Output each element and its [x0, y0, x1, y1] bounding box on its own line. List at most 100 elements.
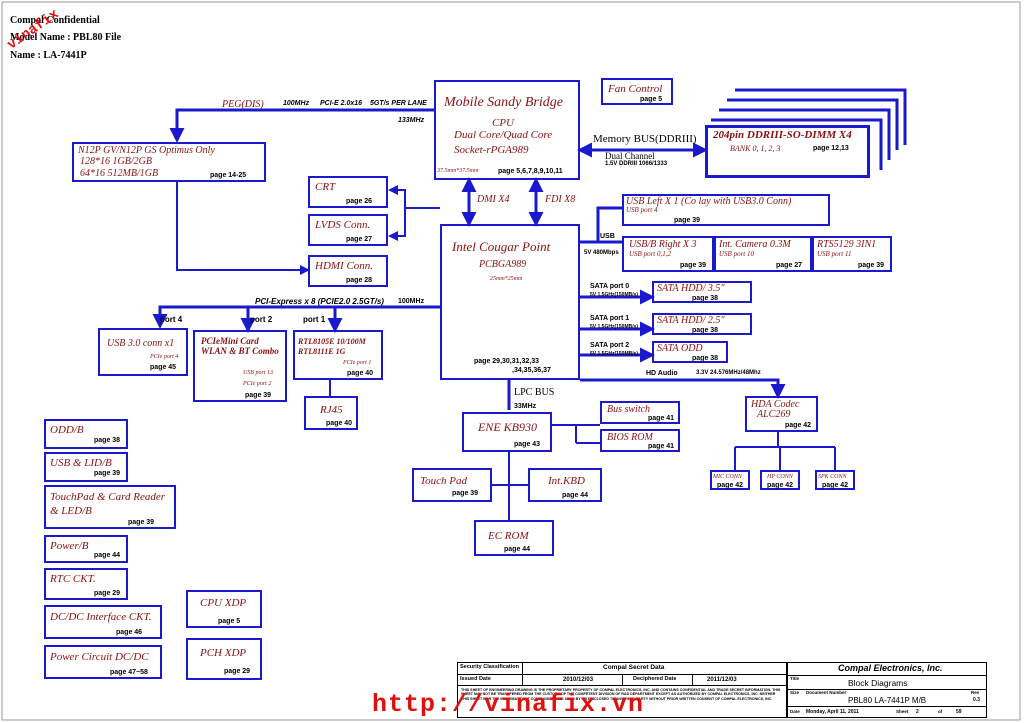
left2-title: TouchPad & Card Reader — [50, 491, 165, 503]
usb-right-title: USB/B Right X 3 — [629, 239, 697, 250]
usb-left-page: page 39 — [674, 217, 701, 224]
docnum-value: PBL80 LA-7441P M/B — [848, 696, 927, 705]
sata1-page: page 38 — [692, 327, 719, 334]
peg-bus — [169, 108, 434, 143]
url-watermark: http://vinafix.vn — [372, 690, 645, 719]
hda-chip: ALC269 — [757, 409, 791, 420]
decipher-value: 2011/12/03 — [707, 677, 737, 683]
camera-page: page 27 — [776, 262, 803, 269]
gpu-l1: N12P GV/N12P GS Optimus Only — [78, 145, 215, 156]
pcie-freq: 100MHz — [398, 298, 425, 305]
hda-codec-block: HDA Codec ALC269 page 42 — [745, 396, 818, 432]
header-line2: Model Name : PBL80 File — [10, 32, 122, 43]
left1-page: page 39 — [94, 470, 121, 477]
pch-size: 25mm*25mm — [490, 276, 523, 282]
camera-title: Int. Camera 0.3M — [719, 239, 791, 250]
crt-wire — [388, 185, 406, 208]
decipher-label: Deciphered Date — [633, 676, 677, 682]
dimm-block: 204pin DDRIII-SO-DIMM X4 BANK 0, 1, 2, 3… — [705, 125, 870, 178]
usb-lid-board-block: USB & LID/B page 39 — [44, 452, 128, 482]
pcie-bus — [152, 305, 440, 329]
pcie-port1-label: port 1 — [303, 315, 326, 324]
dimm-stack-2 — [719, 108, 891, 160]
spk-title: SPK CONN — [818, 474, 847, 480]
peg-pcie: PCI-E 2.0x16 — [320, 100, 363, 107]
touchpad-board-block: TouchPad & Card Reader & LED/B page 39 — [44, 485, 176, 529]
touchpad-block: Touch Pad page 39 — [412, 468, 492, 502]
minicard-l2: WLAN & BT Combo — [201, 346, 279, 356]
sata0-page: page 38 — [692, 295, 719, 302]
ecrom-title: EC ROM — [488, 530, 529, 542]
minicard-block: PCIeMini Card WLAN & BT Combo USB port 1… — [193, 330, 287, 402]
minicard-pcie: PCIe port 2 — [243, 381, 272, 387]
pch-pkg: PCBGA989 — [479, 259, 527, 270]
lvds-page: page 27 — [346, 236, 373, 243]
sata0-speed: 5V 1.5GHz(150MB/s) — [590, 292, 639, 298]
hdmi-title: HDMI Conn. — [315, 260, 374, 272]
rts-page: page 39 — [858, 262, 885, 269]
sata1-label: SATA port 1 — [590, 315, 630, 322]
cpu-xdp-block: CPU XDP page 5 — [186, 590, 262, 628]
bus-switch-block: Bus switch page 41 — [600, 401, 680, 424]
lvds-wire — [388, 207, 440, 241]
peg-label: PEG(DIS) — [222, 99, 264, 110]
issued-value: 2010/12/03 — [563, 677, 594, 683]
crt-page: page 26 — [346, 198, 373, 205]
power-circuit-block: Power Circuit DC/DC page 47~58 — [44, 645, 162, 679]
dmi-label: DMI X4 — [477, 194, 510, 205]
sec-value: Compal Secret Data — [603, 664, 665, 671]
usb-left-wire — [596, 206, 622, 242]
minicard-page: page 39 — [245, 392, 272, 399]
cpu-title: Mobile Sandy Bridge — [444, 95, 563, 110]
mem-bus-label: Memory BUS(DDRIII) — [593, 133, 697, 145]
lpc-freq: 33MHz — [514, 403, 537, 410]
dimm-title: 204pin DDRIII-SO-DIMM X4 — [713, 129, 852, 141]
crt-block: CRT page 26 — [308, 176, 388, 208]
rj45-block: RJ45 page 40 — [304, 396, 358, 430]
gpu-l3: 64*16 512MB/1GB — [80, 168, 159, 179]
hda-page: page 42 — [785, 422, 812, 429]
xdp-cpu-title: CPU XDP — [200, 597, 247, 609]
fan-control-block: Fan Control page 5 — [601, 78, 673, 105]
lvds-block: LVDS Conn. page 27 — [308, 214, 388, 246]
bios-title: BIOS ROM — [607, 432, 653, 443]
usb-label: USB — [600, 233, 615, 240]
sata-odd-block: SATA ODD page 38 — [652, 341, 728, 363]
fan-title: Fan Control — [608, 83, 663, 95]
sec-label: Security Classification — [460, 664, 519, 670]
dimm-page: page 12,13 — [813, 145, 849, 152]
ecrom-page: page 44 — [504, 546, 531, 553]
pch-block: Intel Cougar Point PCBGA989 25mm*25mm pa… — [440, 224, 580, 380]
kbd-block: Int.KBD page 44 — [528, 468, 602, 502]
left6-title: Power Circuit DC/DC — [50, 651, 149, 663]
pch-page2: ,34,35,36,37 — [512, 367, 551, 374]
usb-right-port: USB port 0,1,2 — [629, 250, 671, 258]
hdmi-page: page 28 — [346, 277, 373, 284]
bios-rom-block: BIOS ROM page 41 — [600, 429, 680, 452]
spk-conn-block: SPK CONN page 42 — [815, 470, 855, 490]
rts-block: RTS5129 3IN1 USB port 11 page 39 — [812, 236, 892, 272]
pch-xdp-block: PCH XDP page 29 — [186, 638, 262, 680]
sata0-label: SATA port 0 — [590, 283, 630, 290]
left5-title: DC/DC Interface CKT. — [50, 611, 152, 623]
issued-label: Issued Date — [460, 676, 491, 682]
left4-title: RTC CKT. — [50, 573, 96, 585]
left2-page: page 39 — [128, 519, 155, 526]
power-board-block: Power/B page 44 — [44, 535, 128, 563]
sata1-title: SATA HDD/ 2.5" — [657, 315, 725, 326]
usb3-block: USB 3.0 conn x1 PCIe port 4 page 45 — [98, 328, 188, 376]
left3-title: Power/B — [50, 540, 89, 552]
title-block: Compal Electronics, Inc. Title Block Dia… — [787, 662, 987, 718]
cpu-page: page 5,6,7,8,9,10,11 — [498, 168, 563, 175]
left1-title: USB & LID/B — [50, 457, 112, 469]
hp-title: HP CONN — [767, 474, 793, 480]
busswitch-page: page 41 — [648, 415, 675, 422]
size-label: Size — [790, 690, 800, 695]
xdp-cpu-page: page 5 — [218, 618, 241, 625]
usb-left-port: USB port 4 — [626, 206, 658, 214]
cpu-l3: Socket-rPGA989 — [454, 144, 529, 156]
left4-page: page 29 — [94, 590, 121, 597]
crt-title: CRT — [315, 181, 336, 193]
